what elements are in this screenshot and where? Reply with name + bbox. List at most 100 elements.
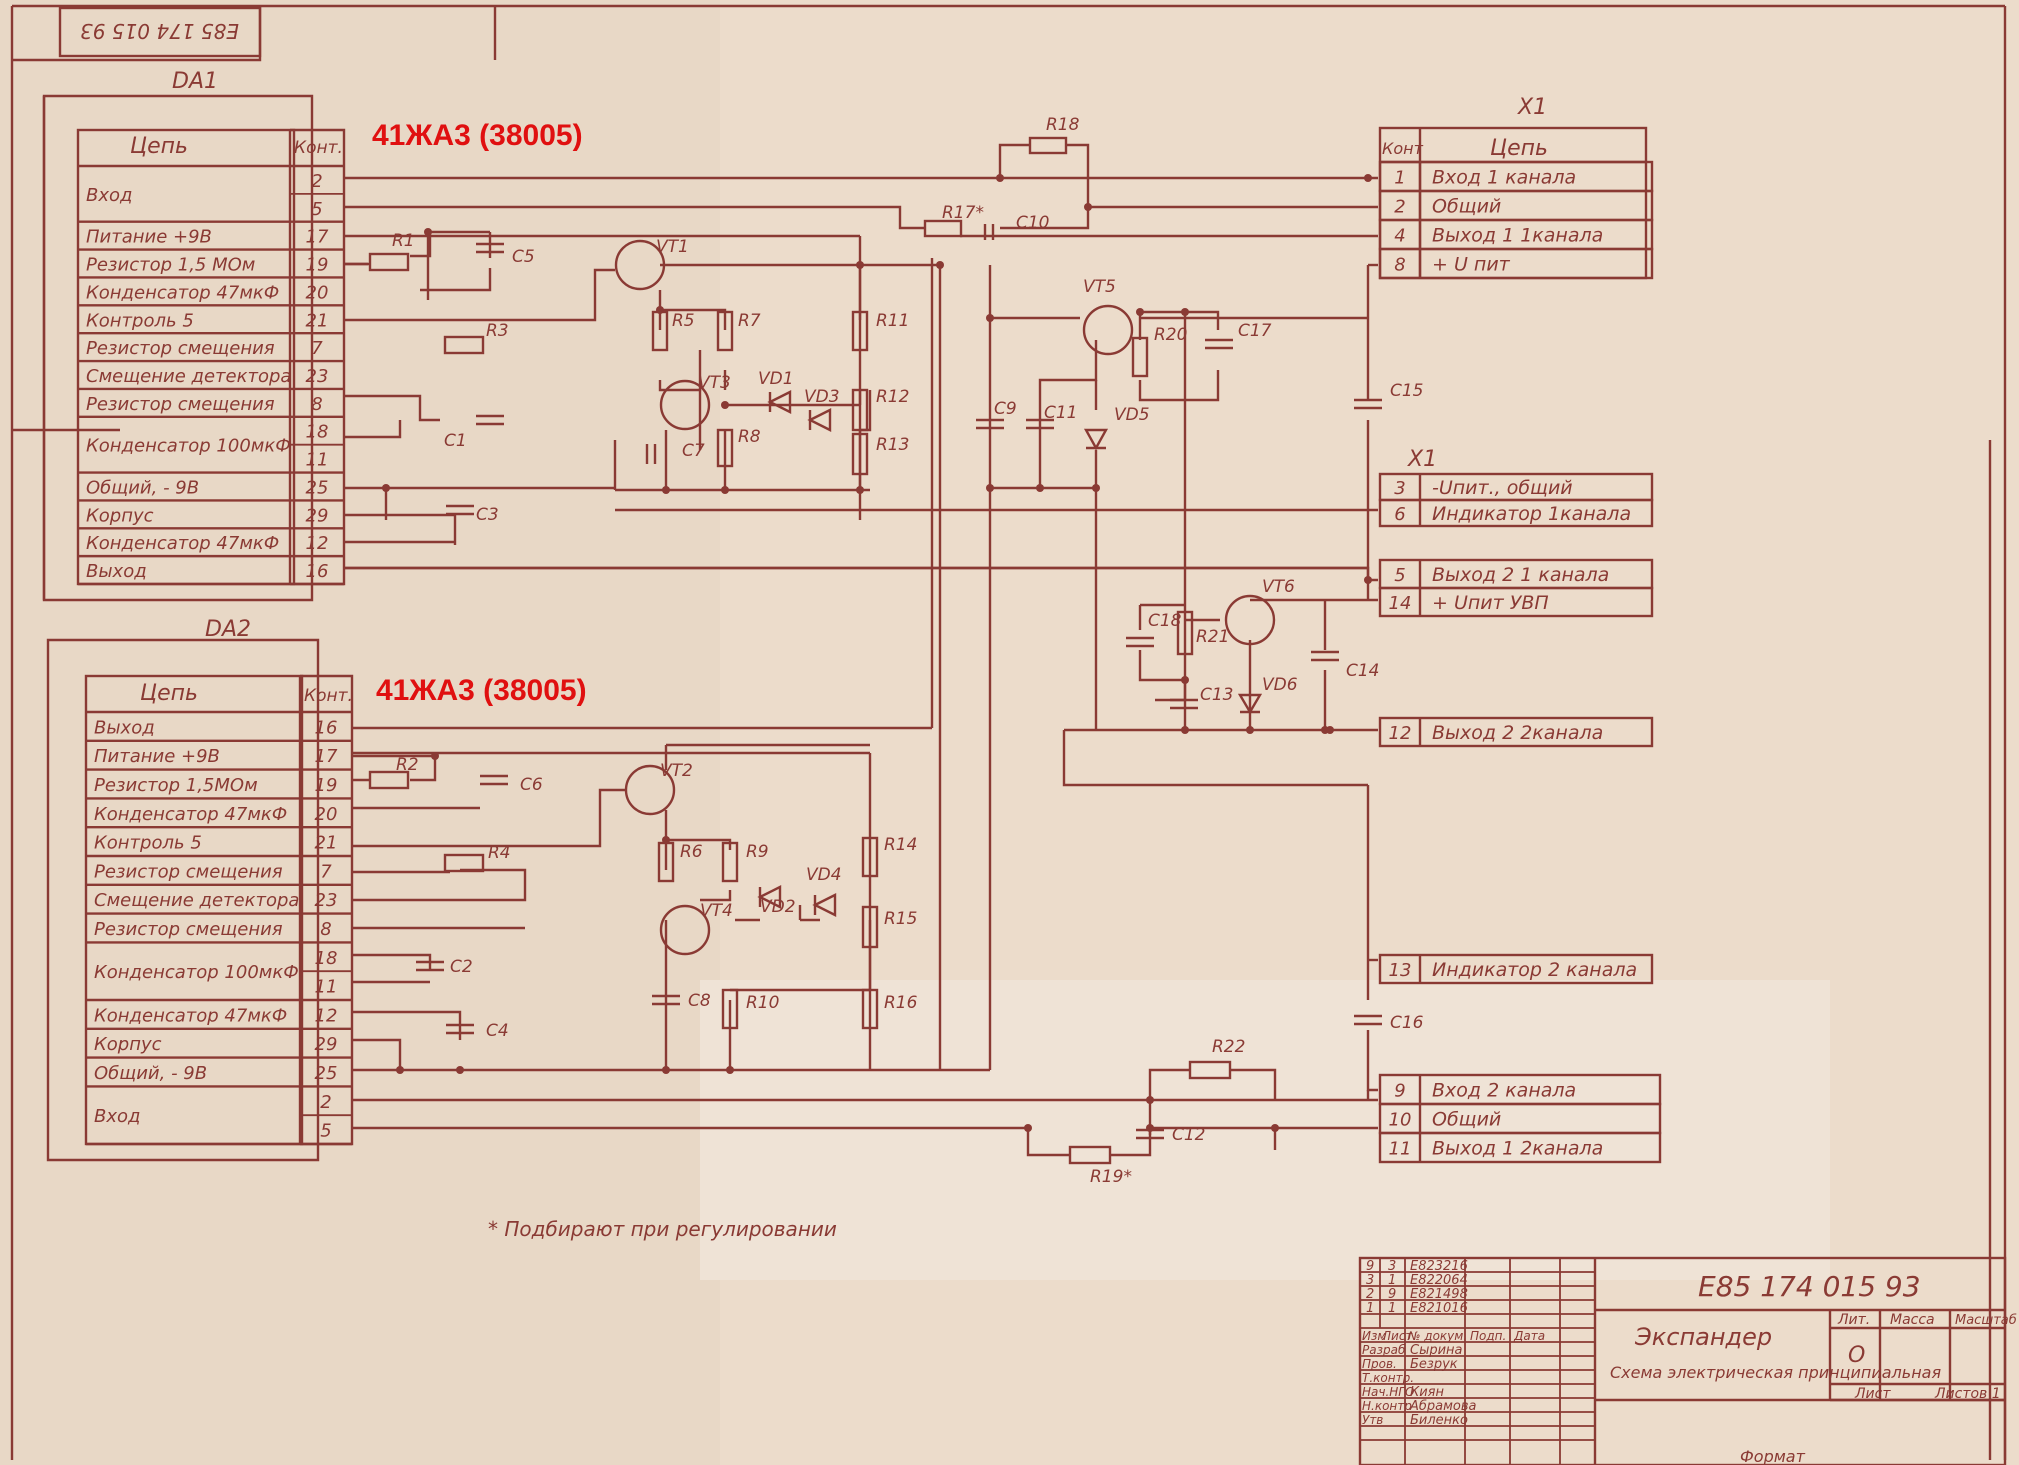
rev-doc: E821498 xyxy=(1410,1287,1468,1302)
chip-signal-name: Резистор 1,5МОм xyxy=(94,775,258,796)
rev-header: № докум. xyxy=(1407,1329,1467,1343)
component-label: R17* xyxy=(942,203,984,223)
connector-signal: Выход 2 2канала xyxy=(1432,722,1603,744)
chip-signal-name: Смещение детектора xyxy=(94,890,299,911)
component-label: C15 xyxy=(1390,381,1424,401)
component-label: C4 xyxy=(486,1021,509,1041)
chip-pin-number: 21 xyxy=(306,310,329,331)
component-label: R18 xyxy=(1046,115,1080,135)
role-label: Т.контр. xyxy=(1362,1371,1414,1385)
connector-pin: 9 xyxy=(1394,1081,1405,1102)
chip-pin-number: 21 xyxy=(315,833,338,854)
chip-pin-number: 20 xyxy=(315,804,338,825)
chip-pin-number: 12 xyxy=(315,1005,338,1026)
component-label: VD1 xyxy=(758,369,794,389)
connector-row-box xyxy=(1378,247,1654,280)
component-label: R16 xyxy=(884,993,918,1013)
chip-pin-number: 7 xyxy=(311,338,323,359)
component-label: C6 xyxy=(520,775,543,795)
connector-pin: 1 xyxy=(1394,168,1405,189)
component-label: R20 xyxy=(1154,325,1187,345)
role-label: Н.контр xyxy=(1362,1399,1412,1413)
rev-doc: E821016 xyxy=(1410,1301,1468,1316)
component-label: VT2 xyxy=(660,761,693,781)
role-label: Утв xyxy=(1362,1413,1383,1427)
connector-pin: 4 xyxy=(1394,226,1405,247)
rev-header: Подп. xyxy=(1470,1329,1506,1343)
chip-signal-name: Смещение детектора xyxy=(86,366,291,387)
role-label: Разраб xyxy=(1362,1343,1406,1357)
chip-signal-name: Контроль 5 xyxy=(94,833,202,854)
component-label: R19* xyxy=(1090,1167,1132,1187)
x1-col-pin: Конт xyxy=(1382,139,1424,158)
chip-signal-name: Вход xyxy=(94,1106,140,1127)
chip-pin-number: 25 xyxy=(315,1063,338,1084)
chip-pin-number: 2 xyxy=(311,171,322,192)
da2-ref: DA2 xyxy=(205,617,251,642)
chip-pin-number: 23 xyxy=(306,366,329,387)
chip-signal-name: Выход xyxy=(94,717,155,738)
component-label: R9 xyxy=(746,842,769,862)
chip-pin-number: 17 xyxy=(306,227,329,248)
chip-signal-name: Питание +9В xyxy=(94,746,220,767)
da1-type-label: 41ЖА3 (38005) xyxy=(372,119,583,152)
rev-header: Изм xyxy=(1362,1329,1386,1343)
role-name: Сырина xyxy=(1410,1343,1463,1358)
rev-doc: E823216 xyxy=(1410,1259,1468,1274)
chip-pin-number: 5 xyxy=(311,199,322,220)
chip-signal-name: Резистор смещения xyxy=(94,919,283,940)
rev-doc: E822064 xyxy=(1410,1273,1468,1288)
component-label: VD3 xyxy=(804,387,840,407)
component-label: C16 xyxy=(1390,1013,1424,1033)
chip-signal-name: Конденсатор 100мкФ xyxy=(86,436,291,457)
connector-signal: Вход 2 канала xyxy=(1432,1080,1576,1102)
chip-pin-number: 12 xyxy=(306,533,329,554)
role-label: Пров. xyxy=(1362,1357,1397,1371)
chip-pin-number: 25 xyxy=(306,477,329,498)
chip-signal-name: Конденсатор 47мкФ xyxy=(94,1005,287,1026)
component-label: VD2 xyxy=(760,897,796,917)
chip-signal-name: Выход xyxy=(86,561,147,582)
connector-signal: Выход 1 2канала xyxy=(1432,1138,1603,1160)
chip-signal-name: Контроль 5 xyxy=(86,310,194,331)
rev-izm: 9 xyxy=(1366,1259,1374,1274)
component-label: C10 xyxy=(1016,213,1050,233)
chip-pin-number: 11 xyxy=(306,450,329,471)
chip-signal-name: Корпус xyxy=(86,505,154,526)
component-labels: VT1VT2VT3VT4VT5VT6VD1VD2VD3VD4VD5VD6R1R2… xyxy=(392,115,1424,1187)
rev-izm: 2 xyxy=(1366,1287,1374,1302)
chip-pin-number: 7 xyxy=(320,861,332,882)
connector-pin: 6 xyxy=(1394,504,1405,525)
doc-number: E85 174 015 93 xyxy=(1698,1270,1921,1303)
component-label: R1 xyxy=(392,231,415,251)
connector-signal: -Uпит., общий xyxy=(1432,477,1573,499)
col-lit: Лит. xyxy=(1837,1312,1870,1328)
chip-pin-number: 5 xyxy=(320,1121,331,1142)
chip-signal-name: Конденсатор 47мкФ xyxy=(86,533,279,554)
role-label: Нач.НГО xyxy=(1362,1385,1414,1399)
component-label: C7 xyxy=(682,441,705,461)
footnote: * Подбирают при регулировании xyxy=(488,1217,837,1241)
x1-ref-1: X1 xyxy=(1517,95,1547,120)
chip-signal-name: Конденсатор 100мкФ xyxy=(94,962,299,983)
role-name: Безрук xyxy=(1410,1357,1458,1372)
component-label: R10 xyxy=(746,993,779,1013)
col-mass: Масса xyxy=(1890,1312,1935,1328)
connector-signal: Общий xyxy=(1432,196,1501,218)
component-label: R4 xyxy=(488,843,511,863)
chip-signal-name: Общий, - 9В xyxy=(86,477,199,498)
connector-signal: Выход 1 1канала xyxy=(1432,225,1603,247)
da2-col-pin: Конт. xyxy=(304,686,353,706)
rev-izm: 3 xyxy=(1366,1273,1374,1288)
connector-signal: Общий xyxy=(1432,1109,1501,1131)
component-label: C3 xyxy=(476,505,499,525)
chip-pin-number: 20 xyxy=(306,282,329,303)
component-label: VT3 xyxy=(698,373,731,393)
da2-type-label: 41ЖА3 (38005) xyxy=(376,674,587,707)
connector-signal: Индикатор 2 канала xyxy=(1432,959,1637,981)
connector-signal: Индикатор 1канала xyxy=(1432,503,1631,525)
component-label: R7 xyxy=(738,311,761,331)
chip-pin-number: 8 xyxy=(320,919,331,940)
chip-pin-number: 19 xyxy=(315,775,338,796)
